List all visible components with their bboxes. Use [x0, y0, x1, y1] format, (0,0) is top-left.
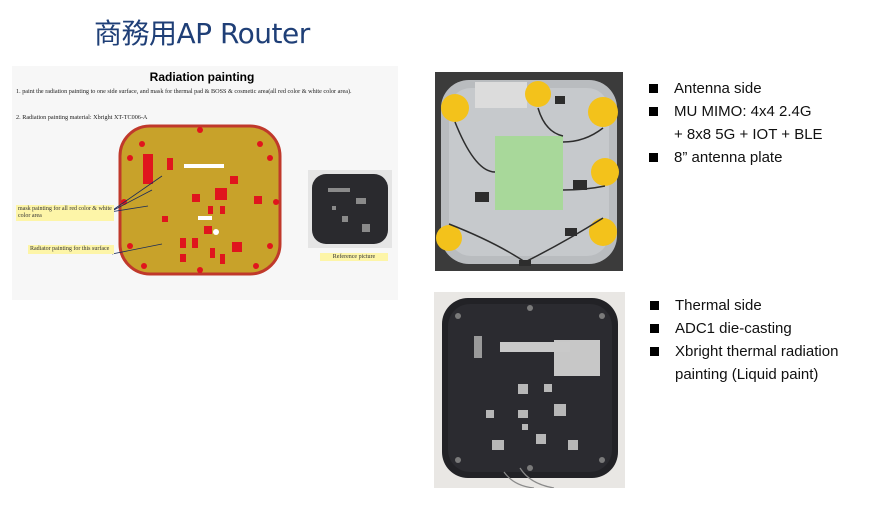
antenna-feature-list: Antenna side MU MIMO: 4x4 2.4G + 8x8 5G … — [648, 77, 888, 169]
list-item: Antenna side — [648, 77, 888, 100]
document-instruction-2: 2. Radiation painting material: Xbright … — [16, 114, 148, 121]
list-item: ADC1 die-casting — [649, 317, 889, 340]
bullet-square-icon — [649, 107, 658, 116]
list-item: painting (Liquid paint) — [649, 363, 889, 386]
list-item-text: Antenna side — [674, 80, 762, 97]
list-item: Xbright thermal radiation — [649, 340, 889, 363]
list-item-text: painting (Liquid paint) — [675, 366, 819, 383]
bullet-square-icon — [650, 347, 659, 356]
list-item: 8” antenna plate — [648, 146, 888, 169]
radiation-painting-document: Radiation painting 1. paint the radiatio… — [12, 66, 398, 300]
callout-mask-painting: mask painting for all red color & white … — [16, 205, 114, 221]
bullet-square-icon — [650, 324, 659, 333]
thermal-side-photo — [434, 292, 625, 488]
bullet-square-icon — [650, 301, 659, 310]
list-item-text: 8” antenna plate — [674, 149, 783, 166]
list-item: Thermal side — [649, 294, 889, 317]
document-heading: Radiation painting — [149, 70, 255, 84]
antenna-side-photo — [435, 72, 623, 271]
list-item-text: MU MIMO: 4x4 2.4G — [674, 103, 812, 120]
list-item: + 8x8 5G + IOT + BLE — [648, 123, 888, 146]
bullet-square-icon — [649, 84, 658, 93]
list-item-text: + 8x8 5G + IOT + BLE — [674, 126, 823, 143]
slide-title: 商務用AP Router — [94, 17, 310, 50]
reference-picture-caption: Reference picture — [320, 253, 388, 261]
bullet-square-icon — [649, 153, 658, 162]
list-item: MU MIMO: 4x4 2.4G — [648, 100, 888, 123]
thermal-feature-list: Thermal side ADC1 die-casting Xbright th… — [649, 294, 889, 386]
document-instruction-1: 1. paint the radiation painting to one s… — [16, 88, 352, 95]
list-item-text: Thermal side — [675, 297, 762, 314]
list-item-text: ADC1 die-casting — [675, 320, 792, 337]
painting-diagram — [109, 124, 392, 276]
list-item-text: Xbright thermal radiation — [675, 343, 839, 360]
callout-radiator-painting: Radiator painting for this surface — [28, 245, 114, 254]
